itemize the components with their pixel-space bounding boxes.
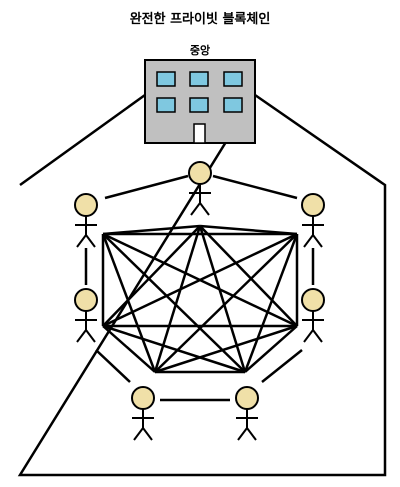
- link-ring: [212, 174, 298, 200]
- node-person-icon: [188, 161, 212, 216]
- link-mesh: [102, 233, 246, 373]
- central-building-icon: [144, 59, 256, 144]
- link-mesh: [199, 224, 298, 236]
- link-mesh: [199, 225, 298, 327]
- network-links: [84, 174, 315, 402]
- node-person-icon: [235, 386, 259, 441]
- network-nodes: [74, 161, 325, 441]
- link-mesh: [153, 225, 202, 373]
- link-ring: [104, 174, 189, 200]
- link-mesh: [102, 225, 201, 327]
- node-person-icon: [74, 193, 98, 248]
- link-mesh: [198, 225, 247, 373]
- link-mesh: [244, 325, 298, 373]
- node-person-icon: [131, 386, 155, 441]
- central-label: 중앙: [189, 44, 211, 57]
- network-boundary: [17, 93, 387, 477]
- link-mesh: [102, 224, 201, 236]
- link-mesh: [243, 233, 299, 373]
- node-person-icon: [301, 193, 325, 248]
- link-mesh: [102, 325, 156, 373]
- node-person-icon: [74, 288, 98, 343]
- diagram-title: 완전한 프라이빗 블록체인: [129, 12, 271, 27]
- link-mesh: [102, 324, 246, 374]
- link-ring: [261, 349, 303, 383]
- link-mesh: [102, 232, 298, 328]
- link-mesh: [154, 233, 298, 373]
- link-mesh: [154, 324, 298, 374]
- link-ring: [95, 349, 131, 383]
- node-person-icon: [301, 288, 325, 343]
- link-mesh: [101, 233, 157, 373]
